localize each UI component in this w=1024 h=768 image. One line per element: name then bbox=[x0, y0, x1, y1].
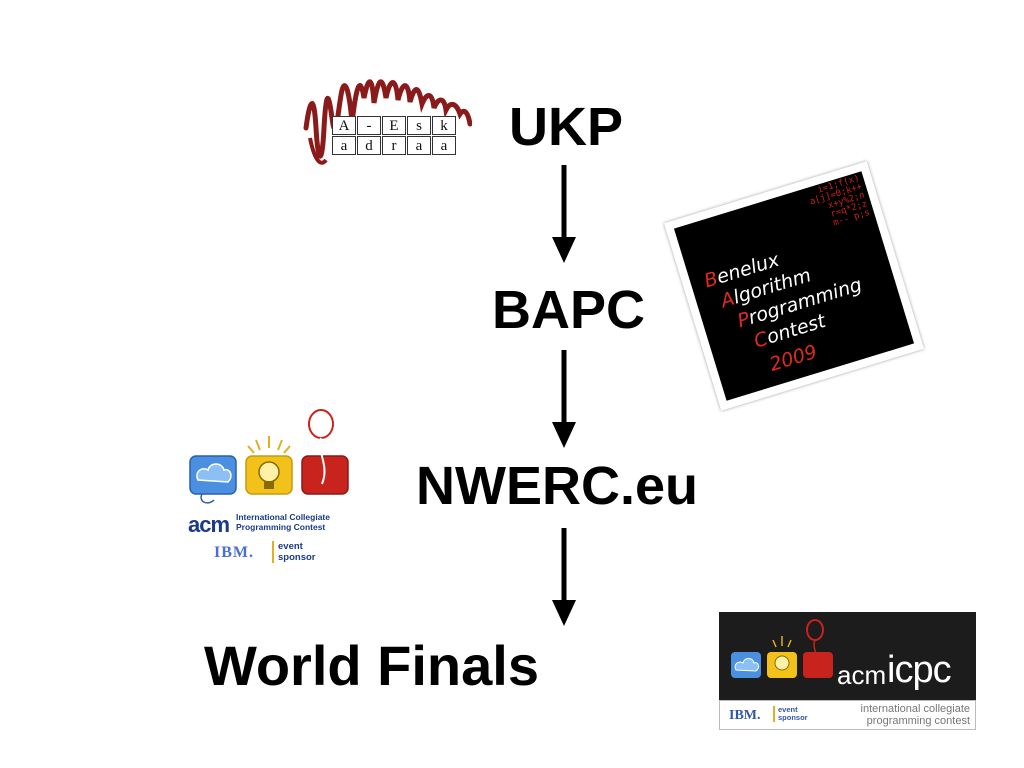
a-eskwadraat-letter-grid: A - E s k a d r a a bbox=[332, 116, 456, 155]
stage-world-finals-label: World Finals bbox=[204, 634, 539, 697]
acm-dark-icons-icon bbox=[731, 619, 833, 678]
stage-nwerc-label: NWERC.eu bbox=[416, 456, 698, 516]
bapc-title: Benelux Algorithm Programming Contest bbox=[701, 227, 871, 362]
ae-letter: A bbox=[332, 116, 356, 135]
ae-letter: k bbox=[432, 116, 456, 135]
ae-letter: a bbox=[432, 136, 456, 155]
ibm-dark-word: IBM. bbox=[729, 708, 761, 723]
acm-dark-word: acm bbox=[837, 660, 887, 690]
acm-subtitle: International Collegiate Programming Con… bbox=[236, 512, 330, 532]
intl-line1: international collegiate bbox=[860, 703, 970, 715]
ae-letter: a bbox=[332, 136, 356, 155]
event-sponsor-text: event sponsor bbox=[272, 541, 315, 563]
event-line2: sponsor bbox=[278, 552, 316, 563]
ibm-word: IBM. bbox=[214, 544, 254, 561]
ae-letter: d bbox=[357, 136, 381, 155]
a-eskwadraat-logo: A - E s k a d r a a bbox=[300, 68, 472, 174]
arrow-nwerc-to-world-finals bbox=[552, 528, 576, 626]
stage-bapc-label: BAPC bbox=[492, 280, 646, 340]
stage-ukp-label: UKP bbox=[509, 97, 624, 157]
acm-word: acm bbox=[188, 512, 230, 537]
ae-letter: E bbox=[382, 116, 406, 135]
arrow-ukp-to-bapc bbox=[552, 165, 576, 263]
acm-subtitle-line1: International Collegiate bbox=[236, 512, 330, 522]
a-eskwadraat-scribble-icon bbox=[303, 79, 472, 165]
event-line1: event bbox=[278, 541, 303, 552]
acm-subtitle-line2: Programming Contest bbox=[236, 522, 326, 532]
intl-line2: programming contest bbox=[866, 715, 970, 727]
ae-letter: r bbox=[382, 136, 406, 155]
icpc-dark-word: icpc bbox=[887, 649, 952, 691]
acm-icons-icon bbox=[189, 409, 349, 504]
acm-icpc-ibm-logo: acm International Collegiate Programming… bbox=[188, 408, 353, 573]
event-dark-line2: sponsor bbox=[778, 713, 808, 722]
ae-letter: s bbox=[407, 116, 431, 135]
acm-dark-header: acm icpc bbox=[719, 612, 976, 700]
event-dark-line1: event bbox=[778, 705, 798, 714]
arrow-bapc-to-nwerc bbox=[552, 350, 576, 448]
acm-dark-footer bbox=[719, 700, 976, 730]
ae-letter: a bbox=[407, 136, 431, 155]
ae-letter: - bbox=[357, 116, 381, 135]
acm-icpc-dark-logo: acm icpc IBM. event sponsor internationa… bbox=[719, 612, 976, 730]
international-collegiate-text: international collegiate programming con… bbox=[861, 703, 970, 727]
event-sponsor-dark-text: event sponsor bbox=[773, 706, 808, 722]
